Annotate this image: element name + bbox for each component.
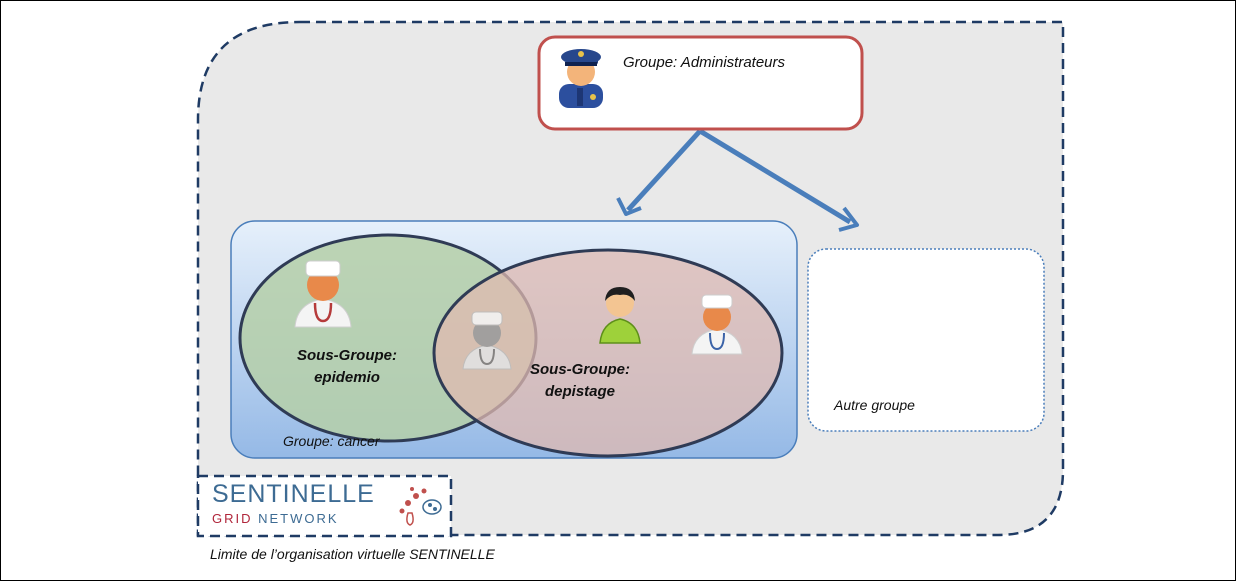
- subgroup-depistage-ellipse: [432, 248, 784, 458]
- doctor-icon: [691, 294, 743, 355]
- subgroup-epidemio-line2: epidemio: [314, 369, 380, 386]
- virtual-organisation-caption: Limite de l’organisation virtuelle SENTI…: [210, 546, 495, 562]
- patient-icon: [599, 287, 641, 344]
- logo-grid-word: GRID: [212, 511, 253, 526]
- subgroup-depistage-line2: depistage: [544, 383, 616, 400]
- sentinelle-emblem-icon: [399, 487, 442, 526]
- other-group-label: Autre groupe: [834, 397, 915, 413]
- logo-title: SENTINELLE: [212, 480, 375, 508]
- subgroup-depistage-line1: Sous-Groupe:: [530, 361, 630, 378]
- logo-frame: [196, 474, 453, 538]
- logo-network-word: NETWORK: [258, 511, 339, 526]
- subgroup-epidemio-label: Sous-Groupe: epidemio: [282, 345, 412, 389]
- cancer-group-label: Groupe: cancer: [283, 433, 380, 449]
- doctor-icon: [294, 260, 352, 328]
- arrow-head-right: [838, 206, 859, 232]
- logo-subtitle: GRID NETWORK: [212, 511, 339, 526]
- admin-group-label: Groupe: Administrateurs: [623, 54, 786, 71]
- police-officer-icon: [559, 49, 603, 108]
- other-group-box: [807, 248, 1045, 432]
- arrow-head-left: [616, 197, 642, 216]
- admin-arrows: [616, 128, 859, 232]
- subgroup-depistage-label: Sous-Groupe: depistage: [515, 359, 645, 403]
- subgroup-epidemio-line1: Sous-Groupe:: [297, 347, 397, 364]
- admin-group-box: [537, 35, 864, 131]
- doctor-icon: [462, 311, 512, 370]
